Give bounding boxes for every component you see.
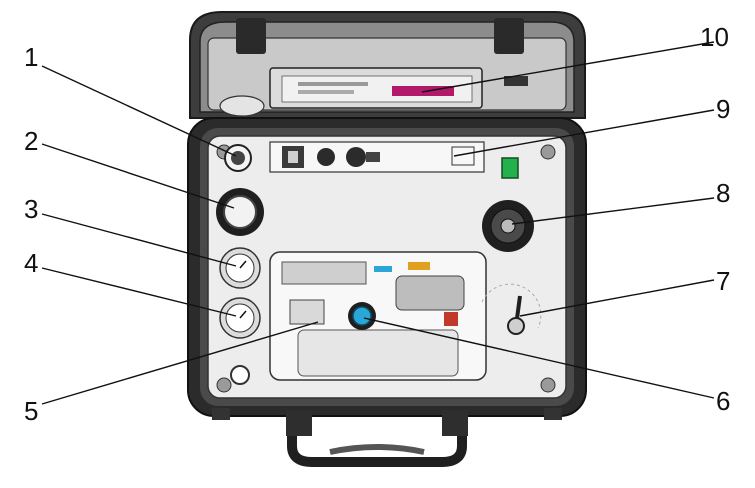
pressure-gauge-lower — [219, 297, 261, 339]
relief-valve — [444, 312, 458, 326]
leader-line-3 — [41, 213, 237, 267]
lid-pocket — [219, 95, 265, 117]
lever-handle — [481, 283, 542, 335]
document-holder — [269, 67, 483, 109]
callout-number-8: 8 — [716, 178, 730, 208]
leader-line-5 — [41, 321, 319, 405]
pressure-gauge-upper — [219, 247, 261, 289]
inner-window — [269, 251, 487, 381]
callout-number-1: 1 — [24, 42, 38, 72]
blue-valve-knob — [348, 302, 376, 330]
leader-lines — [41, 41, 715, 405]
label-plate-magenta — [392, 86, 454, 96]
callout-number-2: 2 — [24, 126, 38, 156]
quick-coupling — [482, 200, 534, 252]
compressor-motor — [395, 275, 465, 311]
round-port — [216, 188, 264, 236]
case-lid — [189, 11, 586, 119]
leader-line-6 — [363, 317, 715, 399]
callout-number-10: 10 — [700, 22, 729, 52]
air-tank — [297, 329, 459, 377]
callout-number-4: 4 — [24, 248, 38, 278]
callout-number-3: 3 — [24, 194, 38, 224]
callout-number-7: 7 — [716, 266, 730, 296]
lid-latch — [504, 76, 528, 86]
callout-number-9: 9 — [716, 94, 730, 124]
connector-strip — [269, 141, 485, 173]
leader-line-10 — [421, 41, 715, 93]
leader-line-9 — [453, 109, 715, 157]
callout-number-6: 6 — [716, 386, 730, 416]
lid-hinge-left — [236, 18, 266, 54]
leader-line-2 — [41, 143, 235, 209]
leader-line-4 — [41, 267, 237, 317]
leader-line-8 — [511, 197, 715, 225]
cable-gland — [224, 144, 252, 172]
leader-line-1 — [41, 65, 237, 157]
connector-socket — [346, 147, 366, 167]
leader-line-7 — [519, 279, 715, 317]
carry-handle — [286, 410, 468, 467]
drain-fitting — [230, 365, 250, 385]
lid-hinge-right — [494, 18, 524, 54]
callout-number-5: 5 — [24, 396, 38, 426]
connector-socket — [317, 148, 335, 166]
power-switch — [501, 157, 519, 179]
